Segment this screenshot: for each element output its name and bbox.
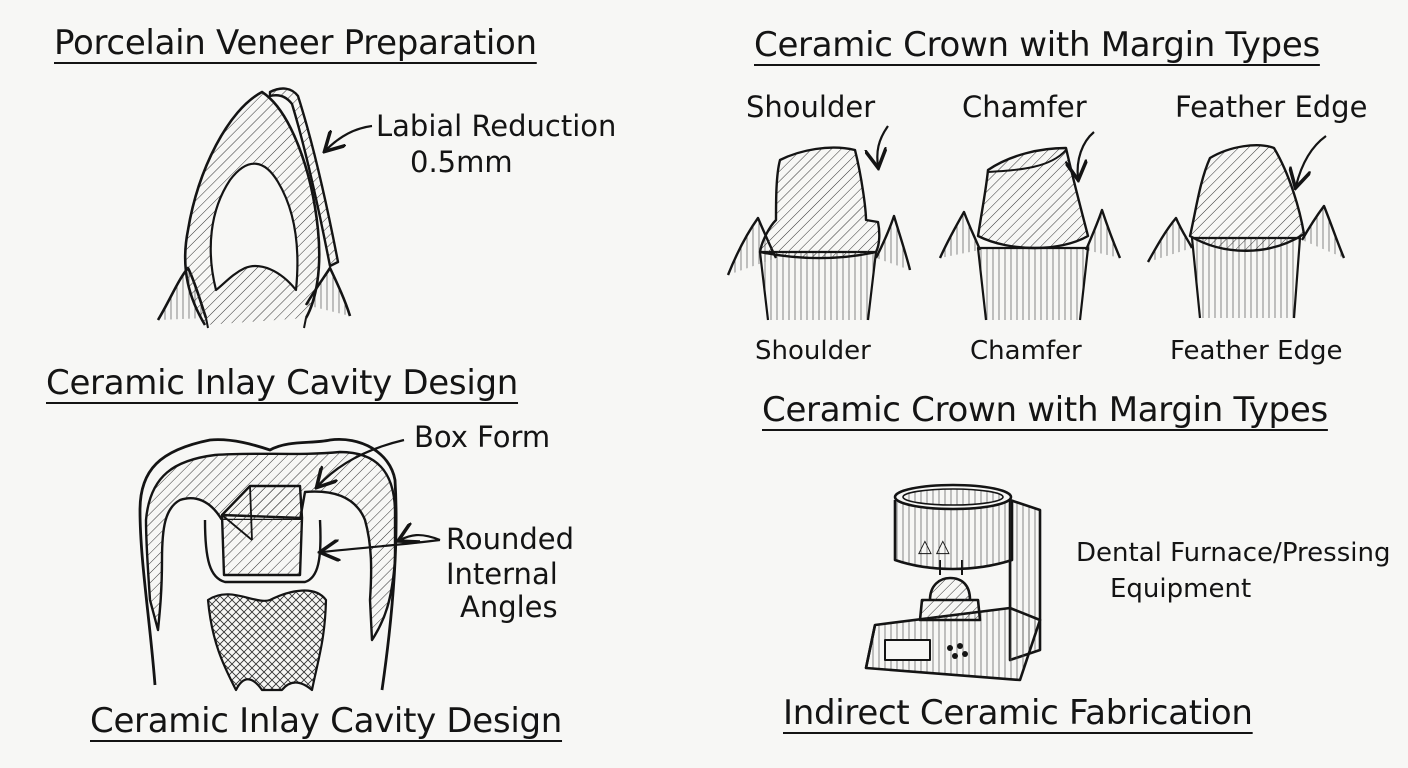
- inlay-title: Ceramic Inlay Cavity Design: [46, 363, 519, 403]
- rounded-label: Rounded: [446, 522, 575, 556]
- veneer-title: Porcelain Veneer Preparation: [54, 23, 537, 63]
- feather-edge-top-label: Feather Edge: [1175, 90, 1368, 124]
- fabrication-title: Indirect Ceramic Fabrication: [783, 693, 1253, 733]
- internal-label: Internal: [446, 557, 558, 591]
- feather-edge-bottom-label: Feather Edge: [1170, 336, 1343, 366]
- chamfer-bottom-label: Chamfer: [970, 336, 1082, 366]
- crown-title: Ceramic Crown with Margin Types: [754, 25, 1320, 65]
- crown-title-repeat: Ceramic Crown with Margin Types: [762, 390, 1328, 430]
- reduction-value: 0.5mm: [410, 145, 513, 179]
- equipment-label-line1: Dental Furnace/Pressing: [1076, 538, 1391, 568]
- angles-label: Angles: [460, 590, 558, 624]
- reduction-label: Labial Reduction: [376, 109, 617, 143]
- furnace-display: [884, 639, 931, 661]
- furnace-symbol: △△: [918, 536, 954, 557]
- inlay-illustration: [138, 437, 441, 692]
- chamfer-crown-illustration: [938, 131, 1122, 321]
- box-form-label: Box Form: [414, 420, 551, 454]
- furnace-illustration: [864, 483, 1042, 682]
- shoulder-top-label: Shoulder: [746, 90, 876, 124]
- shoulder-crown-illustration: [726, 125, 912, 321]
- inlay-title-repeat: Ceramic Inlay Cavity Design: [90, 701, 563, 741]
- chamfer-top-label: Chamfer: [962, 90, 1087, 124]
- feather-edge-crown-illustration: [1146, 135, 1346, 319]
- equipment-label-line2: Equipment: [1110, 574, 1252, 604]
- shoulder-bottom-label: Shoulder: [755, 336, 871, 366]
- veneer-illustration: [156, 87, 373, 329]
